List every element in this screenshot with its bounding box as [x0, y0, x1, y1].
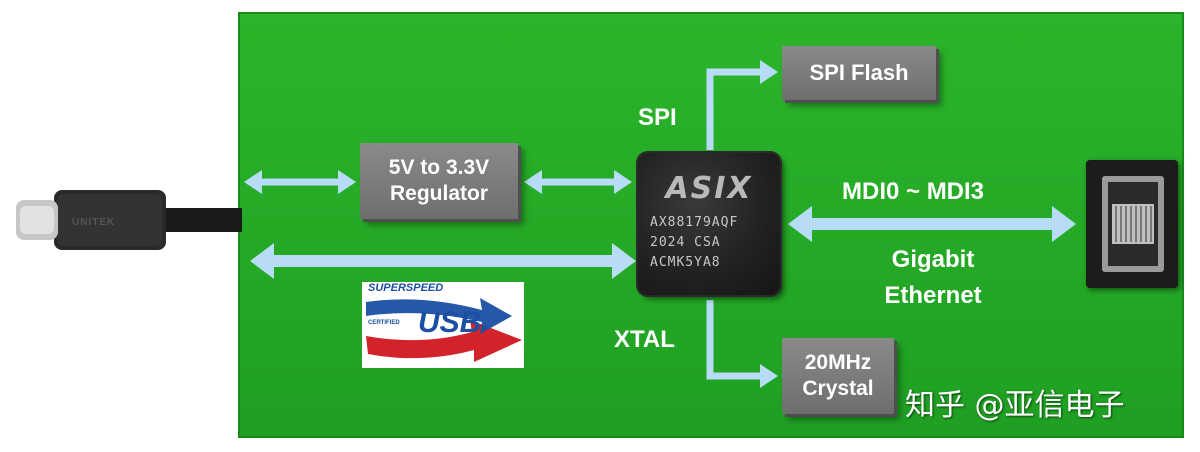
- regulator-line1: 5V to 3.3V: [388, 155, 490, 179]
- spi-flash-label: SPI Flash: [809, 60, 909, 86]
- crystal-block: 20MHz Crystal: [782, 338, 894, 414]
- ethernet-label: Ethernet: [884, 282, 982, 309]
- chip-date-code: 2024 CSA: [650, 235, 721, 250]
- crystal-line1: 20MHz: [804, 350, 872, 374]
- xtal-label: XTAL: [614, 326, 675, 353]
- mdi-label: MDI0 ~ MDI3: [842, 178, 985, 205]
- spi-label: SPI: [638, 104, 677, 131]
- chip-part-number: AX88179AQF: [650, 215, 739, 230]
- crystal-line2: Crystal: [802, 377, 874, 400]
- rj45-jack-icon: [1086, 160, 1178, 288]
- usb-logo-superspeed: SUPERSPEED: [368, 282, 444, 294]
- zhihu-watermark: 知乎 @亚信电子: [905, 388, 1125, 423]
- usb-swoosh-icon: [366, 298, 522, 362]
- superspeed-usb-logo: SUPERSPEED CERTIFIED USB: [362, 282, 524, 368]
- chip-lot-code: ACMK5YA8: [650, 255, 721, 270]
- usb-logo-text: USB: [418, 306, 482, 339]
- spi-flash-block: SPI Flash: [782, 46, 936, 100]
- chip-brand: ASIX: [665, 171, 753, 206]
- regulator-block: 5V to 3.3V Regulator: [360, 143, 518, 219]
- gigabit-label: Gigabit: [891, 246, 975, 273]
- rj45-port-detail: [1102, 176, 1164, 272]
- asix-chip: ASIX AX88179AQF 2024 CSA ACMK5YA8: [638, 153, 780, 295]
- usb-logo-certified: CERTIFIED: [368, 320, 400, 326]
- regulator-line2: Regulator: [389, 182, 488, 205]
- cable-brand-label: UNITEK: [72, 217, 115, 228]
